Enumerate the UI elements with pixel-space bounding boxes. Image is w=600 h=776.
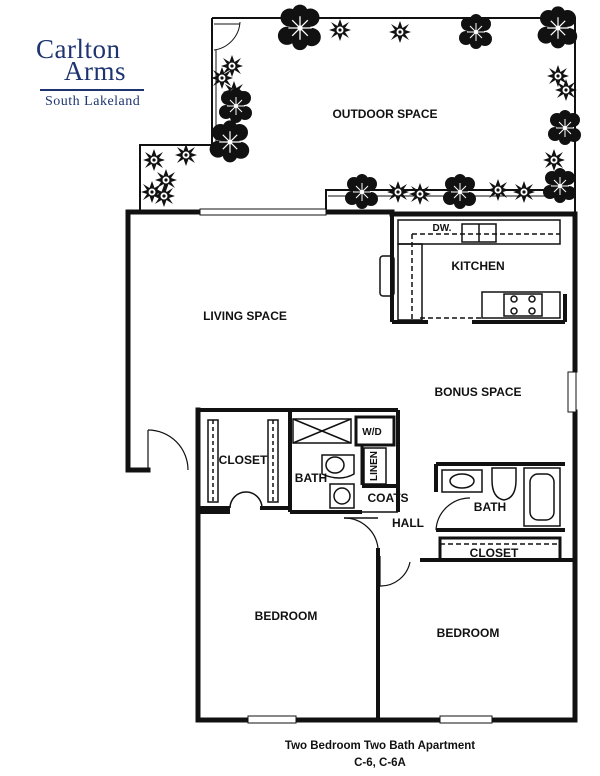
label-bonus-space: BONUS SPACE — [434, 385, 521, 399]
caption-units: C-6, C-6A — [354, 757, 406, 769]
logo-subtitle: South Lakeland — [45, 94, 141, 109]
label-living-space: LIVING SPACE — [203, 309, 287, 323]
label-bedroom-right: BEDROOM — [437, 626, 500, 640]
caption-title: Two Bedroom Two Bath Apartment — [284, 740, 476, 752]
hall-and-coats — [343, 484, 411, 720]
logo-carlton: Carlton — [36, 34, 121, 64]
label-linen: LINEN — [369, 451, 380, 481]
label-kitchen: KITCHEN — [451, 259, 504, 273]
label-outdoor-space: OUTDOOR SPACE — [332, 107, 437, 121]
logo-divider — [40, 89, 144, 91]
right-closet — [438, 536, 575, 562]
label-dishwasher: DW. — [433, 223, 452, 234]
label-bedroom-left: BEDROOM — [255, 609, 318, 623]
label-closet-left: CLOSET — [219, 453, 268, 467]
label-coats: COATS — [367, 491, 408, 505]
label-hall: HALL — [392, 516, 424, 530]
left-closet — [198, 408, 292, 512]
bedroom-walls — [198, 510, 440, 562]
entry-door-swing — [147, 429, 189, 471]
logo-arms: Arms — [64, 56, 126, 86]
right-bath — [434, 462, 565, 532]
label-bath-right: BATH — [474, 500, 506, 514]
label-closet-right: CLOSET — [470, 546, 519, 560]
kitchen — [379, 214, 567, 324]
windows — [199, 208, 577, 724]
label-washer-dryer: W/D — [362, 427, 381, 438]
label-bath-left: BATH — [295, 471, 327, 485]
